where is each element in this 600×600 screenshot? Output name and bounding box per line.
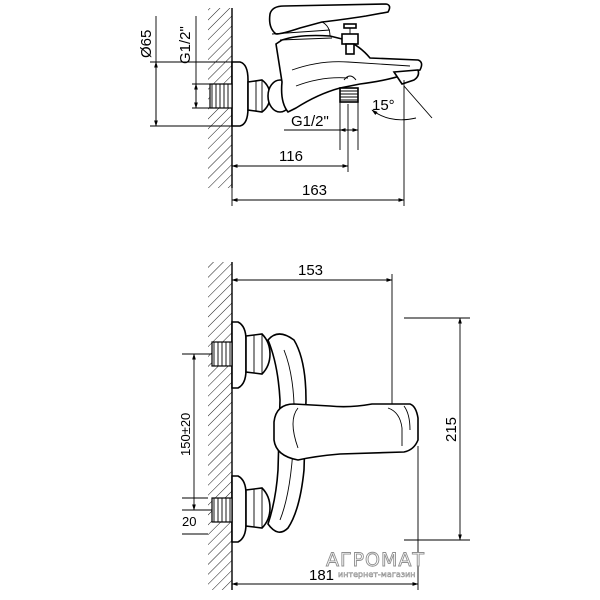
dim-thread-vertical: G1/2" — [177, 26, 194, 64]
dim-diameter: Ø65 — [138, 30, 155, 58]
watermark: АГРОМАТ интернет-магазин — [326, 549, 425, 580]
dim-thread-vertical-group: G1/2" — [177, 16, 212, 109]
lever-handle-front — [273, 403, 419, 461]
dim-thread-horizontal: G1/2" — [291, 113, 329, 130]
upper-connection — [211, 321, 271, 389]
dim-163-group: 163 — [231, 182, 405, 206]
spout-tip-top — [392, 69, 420, 85]
dim-153: 153 — [298, 262, 323, 279]
dim-215-group: 215 — [404, 317, 470, 541]
front-view: 153 215 150±20 20 181 — [178, 262, 470, 590]
dim-angle: 15° — [372, 97, 395, 114]
dim-181-group: 181 — [231, 446, 419, 590]
dim-150: 150±20 — [178, 413, 193, 456]
dim-150-group: 150±20 — [178, 353, 212, 511]
lower-connection — [211, 475, 271, 543]
dim-163: 163 — [302, 182, 327, 199]
top-view: Ø65 G1/2" G1/2" 15° 116 — [138, 3, 433, 206]
wall-front — [208, 262, 233, 590]
dim-215: 215 — [443, 417, 460, 442]
thread-nipple-top — [209, 83, 233, 109]
eccentric-nut-top — [247, 79, 271, 113]
dim-181: 181 — [309, 567, 334, 584]
dim-153-group: 153 — [231, 262, 393, 404]
shower-outlet-thread — [339, 75, 359, 103]
diverter-knob-top — [341, 23, 359, 55]
watermark-brand: АГРОМАТ — [326, 549, 425, 571]
dim-diameter-group: Ø65 — [138, 16, 232, 127]
dim-thread-horizontal-group: G1/2" — [284, 102, 359, 150]
wall-flange-top — [231, 61, 249, 127]
dim-angle-group: 15° — [371, 80, 433, 206]
watermark-subtitle: интернет-магазин — [338, 570, 416, 579]
dim-116: 116 — [279, 148, 303, 165]
dim-20-group: 20 — [182, 497, 208, 535]
handle-top — [268, 3, 391, 35]
dim-20: 20 — [182, 514, 196, 529]
dim-116-group: 116 — [231, 104, 349, 172]
